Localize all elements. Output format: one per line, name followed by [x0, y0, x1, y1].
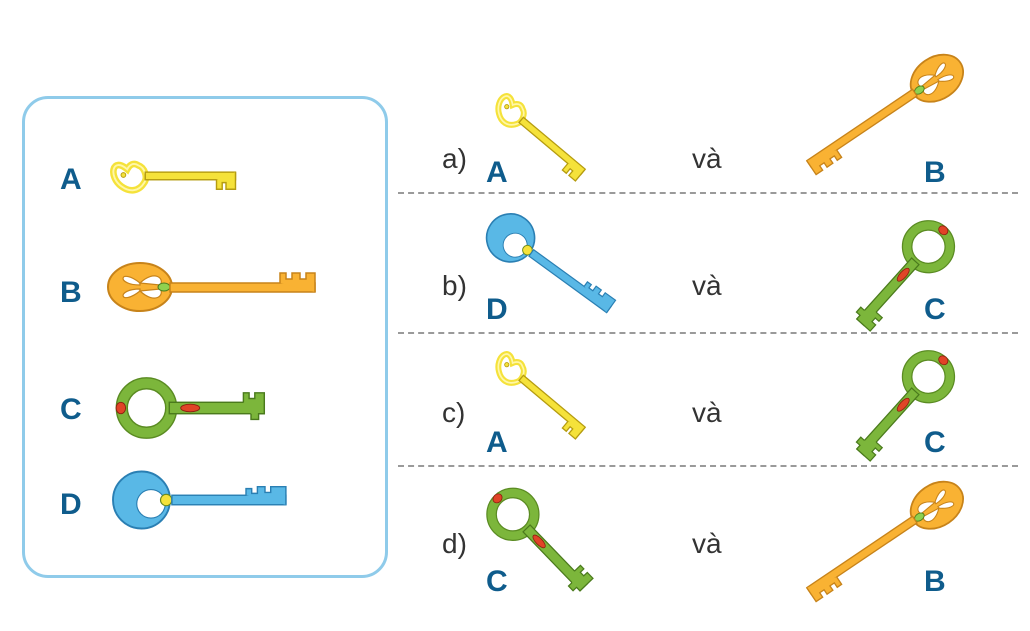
option-d-right-letter: B — [924, 565, 946, 598]
option-c-connector: và — [692, 397, 722, 428]
row-divider — [398, 192, 1018, 194]
option-label-c[interactable]: c) — [442, 397, 466, 428]
option-b-connector: và — [692, 270, 722, 301]
option-a-connector: và — [692, 143, 722, 174]
row-divider — [398, 332, 1018, 334]
option-b-right-letter: C — [924, 293, 946, 326]
legend-letter-a: A — [60, 163, 82, 196]
legend-letter-b: B — [60, 276, 82, 309]
legend-letter-c: C — [60, 393, 82, 426]
option-label-d[interactable]: d) — [442, 528, 467, 559]
option-b-left-letter: D — [486, 293, 508, 326]
option-a-left-letter: A — [486, 156, 508, 189]
option-c-left-letter: A — [486, 426, 508, 459]
option-d-connector: và — [692, 528, 722, 559]
key-b-icon — [796, 471, 973, 610]
row-divider — [398, 465, 1018, 467]
option-label-b[interactable]: b) — [442, 270, 467, 301]
legend-letter-d: D — [60, 488, 82, 521]
option-label-a[interactable]: a) — [442, 143, 467, 174]
option-d-left-letter: C — [486, 565, 508, 598]
option-c-right-letter: C — [924, 426, 946, 459]
option-a-right-letter: B — [924, 156, 946, 189]
